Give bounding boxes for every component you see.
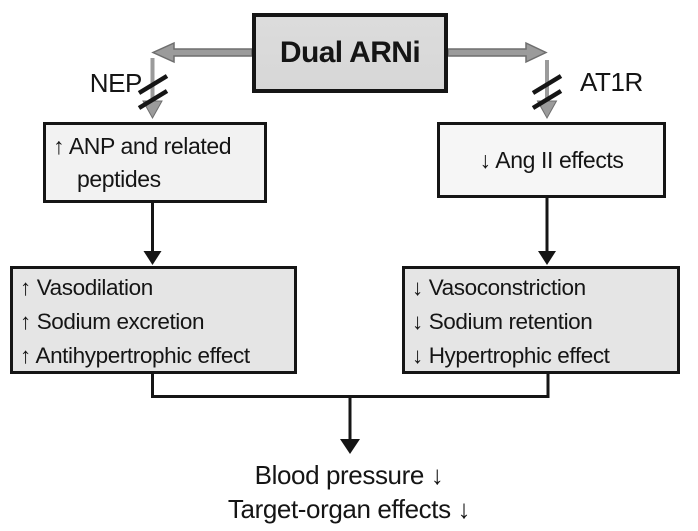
convergence-bracket-line xyxy=(151,374,550,398)
anp-box: ↑ ANP and related peptides xyxy=(43,122,267,203)
nep-inhibition-slash-icon xyxy=(137,74,169,95)
left-effect-line: ↑ Antihypertrophic effect xyxy=(20,343,250,368)
dual-to-at1r-arrow-icon xyxy=(447,41,548,64)
nep-inhibition-arrow-icon xyxy=(137,58,169,120)
nep-label: NEP xyxy=(89,68,143,98)
nep-gray-arrowhead-icon xyxy=(142,100,163,120)
left-effects-box: ↑ Vasodilation ↑ Sodium excretion ↑ Anti… xyxy=(10,266,297,374)
right-black-arrowhead-icon xyxy=(538,251,556,265)
outcome-line-2: Target-organ effects ↓ xyxy=(227,493,471,524)
right-gray-arrow-shape xyxy=(447,41,548,64)
left-effect-line: ↑ Sodium excretion xyxy=(20,309,205,334)
angii-to-effects-arrow-icon xyxy=(538,198,556,265)
dual-arni-box: Dual ARNi xyxy=(252,13,448,93)
left-black-arrowhead-icon xyxy=(143,251,162,265)
anp-box-line-2: peptides xyxy=(77,166,161,192)
right-effects-box: ↓ Vasoconstriction ↓ Sodium retention ↓ … xyxy=(402,266,680,374)
anp-to-effects-arrow-icon xyxy=(143,203,162,265)
at1r-gray-arrowhead-icon xyxy=(536,100,558,120)
at1r-inhibition-arrow-icon xyxy=(531,60,563,120)
anp-box-line-1: ↑ ANP and related xyxy=(53,133,232,159)
at1r-inhibition-slash-icon xyxy=(531,74,563,95)
right-effect-line: ↓ Hypertrophic effect xyxy=(412,343,610,368)
at1r-label: AT1R xyxy=(580,67,643,97)
nep-inhibition-slash-icon xyxy=(137,89,169,110)
angii-box-line: ↓ Ang II effects xyxy=(479,146,624,173)
dual-to-nep-arrow-icon xyxy=(151,41,253,64)
outcome-line-1: Blood pressure ↓ xyxy=(254,460,444,490)
dual-arni-label: Dual ARNi xyxy=(279,36,421,69)
outcome-text: Blood pressure ↓ Target-organ effects ↓ xyxy=(149,459,549,526)
left-gray-arrow-shape xyxy=(151,41,253,64)
outcome-arrowhead-icon xyxy=(340,439,360,454)
right-effect-line: ↓ Sodium retention xyxy=(412,309,593,334)
angii-box: ↓ Ang II effects xyxy=(437,122,666,198)
left-effect-line: ↑ Vasodilation xyxy=(20,275,153,300)
right-effect-line: ↓ Vasoconstriction xyxy=(412,275,586,300)
at1r-inhibition-slash-icon xyxy=(531,89,563,110)
convergence-connector-icon xyxy=(151,374,550,454)
